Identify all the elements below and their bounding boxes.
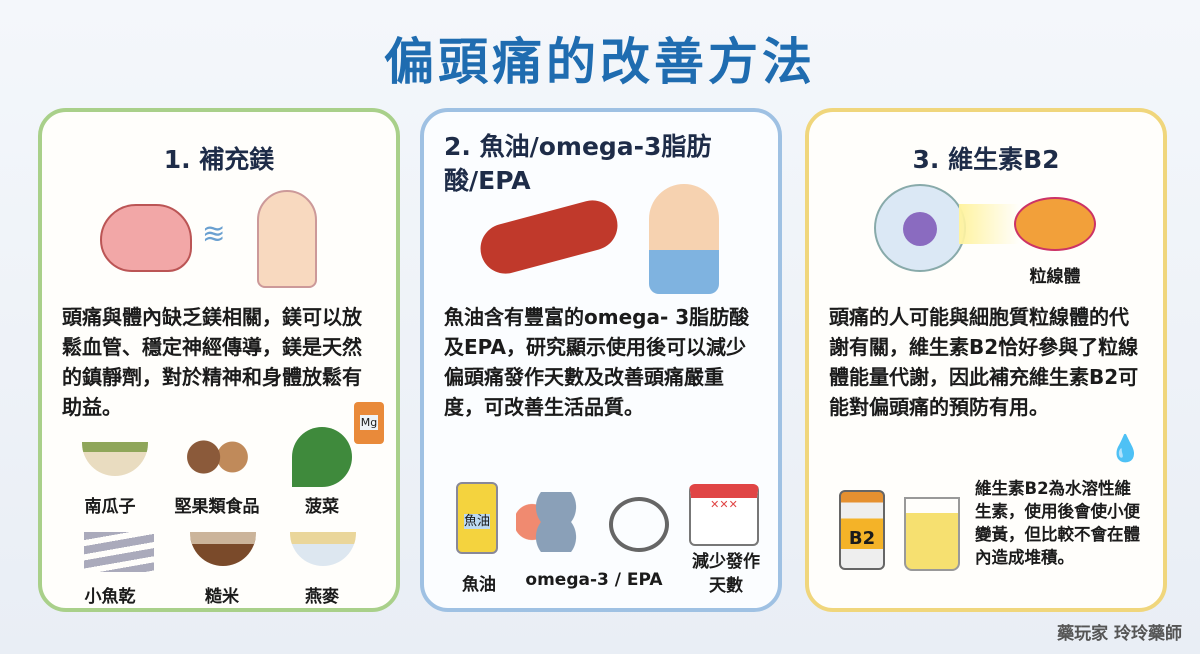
molecule-icon — [609, 497, 669, 552]
b2-drink-icon — [904, 497, 960, 571]
pumpkin-seeds-icon — [82, 442, 148, 476]
food-label: 燕麥 — [305, 587, 339, 607]
body-icon — [257, 190, 317, 288]
food-label: 糙米 — [205, 587, 239, 607]
panel-title: 2. 魚油/omega-3脂肪酸/EPA — [444, 132, 712, 195]
item-label: 魚油 — [462, 575, 496, 595]
panel-fish-oil: 2. 魚油/omega-3脂肪酸/EPA 魚油含有豐富的omega- 3脂肪酸及… — [420, 108, 782, 612]
food-label: 菠菜 — [305, 497, 339, 517]
panel-title: 3. 維生素B2 — [912, 145, 1060, 174]
panel-body: 頭痛的人可能與細胞質粒線體的代謝有關，維生素B2恰好參與了粒線體能量代謝，因此補… — [829, 305, 1139, 419]
b2-note: 維生素B2為水溶性維生素，使用後會使小便變黃，但比較不會在體內造成堆積。 — [975, 479, 1140, 567]
panel-body: 頭痛與體內缺乏鎂相關，鎂可以放鬆血管、穩定神經傳導，鎂是天然的鎮靜劑，對於精神和… — [62, 305, 362, 419]
item-label: omega-3 / EPA — [525, 570, 663, 590]
food-label: 南瓜子 — [84, 497, 136, 517]
dried-fish-icon — [84, 532, 154, 572]
fish-oil-bottle-icon: 魚油 — [456, 482, 498, 554]
page-title: 偏頭痛的改善方法 — [384, 33, 816, 91]
brain-icon — [100, 204, 192, 272]
b2-bottle-icon: B2 — [839, 490, 885, 570]
mitochondria-icon — [1014, 197, 1096, 251]
panel-magnesium: 1. 補充鎂 ≋ 頭痛與體內缺乏鎂相關，鎂可以放鬆血管、穩定神經傳導，鎂是天然的… — [38, 108, 400, 612]
blood-vessel-icon — [474, 194, 624, 280]
calendar-icon: ✕✕✕ — [689, 484, 759, 546]
panel-body: 魚油含有豐富的omega- 3脂肪酸及EPA，研究顯示使用後可以減少偏頭痛發作天… — [444, 305, 750, 419]
light-beam-icon — [959, 204, 1019, 244]
waves-icon: ≋ — [202, 217, 226, 250]
food-label: 小魚乾 — [84, 587, 136, 607]
food-label: 堅果類食品 — [174, 497, 260, 517]
cell-icon — [874, 184, 966, 272]
brown-rice-icon — [190, 532, 256, 566]
person-icon — [649, 184, 719, 294]
nuts-icon — [182, 437, 254, 477]
panel-vitamin-b2: 3. 維生素B2 粒線體 頭痛的人可能與細胞質粒線體的代謝有關，維生素B2恰好參… — [805, 108, 1167, 612]
water-drop-icon: 💧 — [1109, 434, 1142, 464]
spinach-icon — [292, 427, 352, 487]
mg-bottle-icon: Mg — [354, 402, 384, 444]
fish-icon — [516, 492, 596, 552]
panel-title: 1. 補充鎂 — [163, 145, 275, 174]
mitochondria-label: 粒線體 — [1029, 267, 1081, 287]
author-credit: 藥玩家 玲玲藥師 — [1057, 624, 1182, 644]
item-label: 減少發作天數 — [692, 552, 760, 596]
oats-icon — [290, 532, 356, 566]
